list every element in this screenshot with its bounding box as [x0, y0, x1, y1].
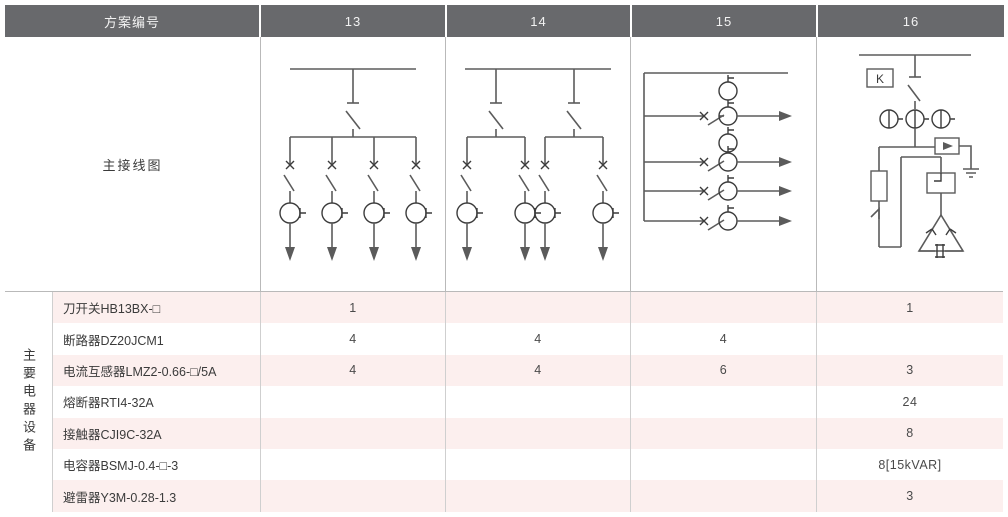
equipment-qty-13: 4: [261, 354, 446, 387]
equipment-qty-14: 4: [446, 323, 631, 355]
diagram-cell-16: K: [817, 37, 1003, 291]
equipment-qty-14: 4: [446, 354, 631, 387]
header-label-16: 16: [902, 13, 920, 29]
equipment-name: 刀开关HB13BX-□: [53, 292, 261, 324]
equipment-qty-16: 3: [906, 489, 914, 504]
equipment-qty-14: [446, 386, 631, 418]
equipment-qty-15: [631, 480, 817, 512]
equipment-rows: 刀开关HB13BX-□ 1 1 断路器DZ20JCM1 4 4 4 电流互感器L…: [53, 292, 1003, 512]
diagram-cell-14: [446, 37, 631, 291]
equipment-name: 电流互感器LMZ2-0.66-□/5A: [53, 354, 261, 387]
main-wiring-diagram-row: 主接线图: [5, 37, 1003, 292]
equipment-qty-16: 8: [906, 426, 914, 441]
equipment-qty-14: [446, 417, 631, 449]
header-cell-14: 14: [447, 5, 632, 37]
table-row: 电容器BSMJ-0.4-□-3 8[15kVAR]: [53, 448, 1003, 481]
equipment-qty-14: [446, 448, 631, 481]
equipment-qty-16: 1: [906, 300, 914, 315]
wiring-diagram-16: K: [858, 53, 979, 258]
equipment-name: 接触器CJI9C-32A: [53, 417, 261, 449]
diagram-cell-15: [631, 37, 817, 291]
equipment-qty-16: 8[15kVAR]: [878, 457, 942, 472]
equipment-qty-15: 4: [631, 323, 817, 355]
equipment-qty-13: [261, 386, 446, 418]
table-row: 避雷器Y3M-0.28-1.3 3: [53, 480, 1003, 512]
equipment-qty-15: [631, 292, 817, 324]
header-cell-scheme-number: 方案编号: [5, 5, 261, 37]
equipment-qty-13: [261, 448, 446, 481]
k-box-label: K: [875, 72, 883, 86]
equipment-qty-13: 1: [261, 292, 446, 324]
diagram-cell-13: [261, 37, 446, 291]
table-row: 熔断器RTI4-32A 24: [53, 386, 1003, 418]
header-label-scheme-number: 方案编号: [103, 14, 160, 30]
table-header-row: 方案编号 13 14 15 16: [0, 5, 1008, 37]
section-label-main-equipment: 主要电器设备: [21, 348, 36, 456]
equipment-qty-13: 4: [261, 323, 446, 355]
equipment-qty-14: [446, 292, 631, 324]
equipment-name: 熔断器RTI4-32A: [53, 386, 261, 418]
equipment-qty-15: 6: [631, 354, 817, 387]
equipment-qty-15: [631, 417, 817, 449]
equipment-qty-13: [261, 480, 446, 512]
equipment-qty-16: 3: [906, 363, 914, 378]
wiring-diagram-14: [456, 67, 619, 261]
row-label-main-wiring-diagram: 主接线图: [5, 37, 261, 291]
equipment-qty-16: 24: [902, 394, 918, 409]
table-row: 刀开关HB13BX-□ 1 1: [53, 292, 1003, 324]
table-row: 电流互感器LMZ2-0.66-□/5A 4 4 6 3: [53, 354, 1003, 387]
header-cell-16: 16: [818, 5, 1004, 37]
equipment-qty-15: [631, 448, 817, 481]
header-cell-13: 13: [261, 5, 447, 37]
main-wiring-diagram-label: 主接线图: [102, 157, 163, 173]
equipment-qty-16: [817, 323, 1003, 354]
equipment-name: 避雷器Y3M-0.28-1.3: [53, 480, 261, 512]
equipment-list-area: 主要电器设备 刀开关HB13BX-□ 1 1 断路器DZ20JCM1 4 4 4: [5, 292, 1003, 512]
header-label-15: 15: [715, 13, 733, 29]
header-cell-15: 15: [632, 5, 818, 37]
header-label-14: 14: [530, 13, 547, 29]
table-row: 接触器CJI9C-32A 8: [53, 417, 1003, 449]
equipment-qty-15: [631, 386, 817, 418]
wiring-diagram-15: [643, 71, 792, 231]
table-row: 断路器DZ20JCM1 4 4 4: [53, 323, 1003, 355]
equipment-qty-13: [261, 417, 446, 449]
equipment-qty-14: [446, 480, 631, 512]
equipment-name: 断路器DZ20JCM1: [53, 323, 261, 355]
table-body: 主接线图: [5, 37, 1003, 512]
section-label-cell: 主要电器设备: [5, 292, 53, 512]
wiring-diagram-13: [279, 67, 432, 261]
equipment-name: 电容器BSMJ-0.4-□-3: [53, 448, 261, 481]
header-label-13: 13: [344, 13, 362, 29]
